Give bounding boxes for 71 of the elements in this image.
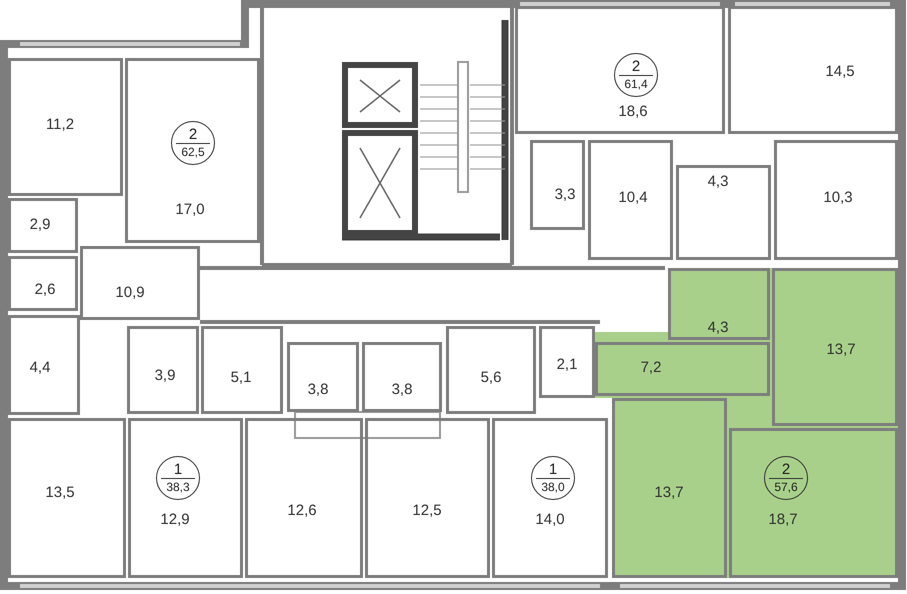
room-area: 12,5 [412,500,442,522]
room [8,58,123,196]
apartment-area: 62,5 [181,144,205,160]
room [125,58,260,243]
room-area: 7,2 [640,356,662,380]
room [128,418,243,578]
room [446,326,536,414]
room-area: 18,6 [618,100,648,124]
room [668,268,770,340]
room-count: 1 [172,462,184,478]
room-area: 13,5 [45,482,75,504]
room [287,342,359,412]
room-count: 2 [188,126,198,142]
room [8,418,126,578]
apartment-badge [531,456,575,500]
room [612,398,727,578]
room-area: 2,1 [556,354,578,376]
room-area: 3,8 [308,378,328,402]
room-area: 4,4 [30,356,50,380]
room-area: 18,7 [768,508,798,532]
room-area: 5,1 [230,366,252,390]
room-area: 12,6 [287,500,317,522]
room-area: 2,6 [34,278,56,302]
room-area: 4,3 [708,170,728,194]
room [80,246,200,320]
room [676,165,771,260]
room [539,326,595,398]
room [595,342,770,396]
room-area: 2,9 [30,214,50,236]
apartment-area: 61,4 [624,76,648,92]
room [8,315,80,415]
room [365,418,490,578]
apartment-badge [614,53,658,97]
room [127,326,199,414]
room [729,428,898,578]
room [772,268,898,426]
room-count: 2 [780,462,792,478]
room-count: 1 [548,462,558,478]
room-area: 10,3 [823,186,853,210]
room-area: 3,3 [554,184,576,206]
room-area: 10,9 [115,282,145,304]
room-area: 13,7 [826,338,856,362]
room-area: 13,7 [654,482,684,504]
room [728,6,898,134]
apartment-area: 57,6 [774,478,798,494]
room-area: 14,0 [535,508,565,532]
apartment-badge [156,456,200,500]
room [362,342,442,412]
room [8,198,78,253]
room [8,256,78,311]
apartment-badge [171,121,215,165]
apartment-area: 38,3 [166,478,190,494]
room-area: 5,6 [480,366,502,390]
room-area: 10,4 [618,186,648,210]
room-area: 12,9 [160,508,190,532]
room [201,326,283,414]
room-count: 2 [630,58,642,74]
apartment-area: 38,0 [541,478,565,494]
room [492,418,608,578]
apartment-badge [764,456,808,500]
room [245,418,363,578]
room-area: 3,9 [154,364,176,388]
room-area: 14,5 [825,60,855,84]
room-area: 4,3 [708,316,728,340]
room [530,140,585,230]
room-area: 17,0 [175,198,205,222]
room [588,140,673,260]
room [774,140,898,260]
room-area: 3,8 [392,378,412,402]
room [515,6,725,134]
room-area: 11,2 [46,114,74,136]
